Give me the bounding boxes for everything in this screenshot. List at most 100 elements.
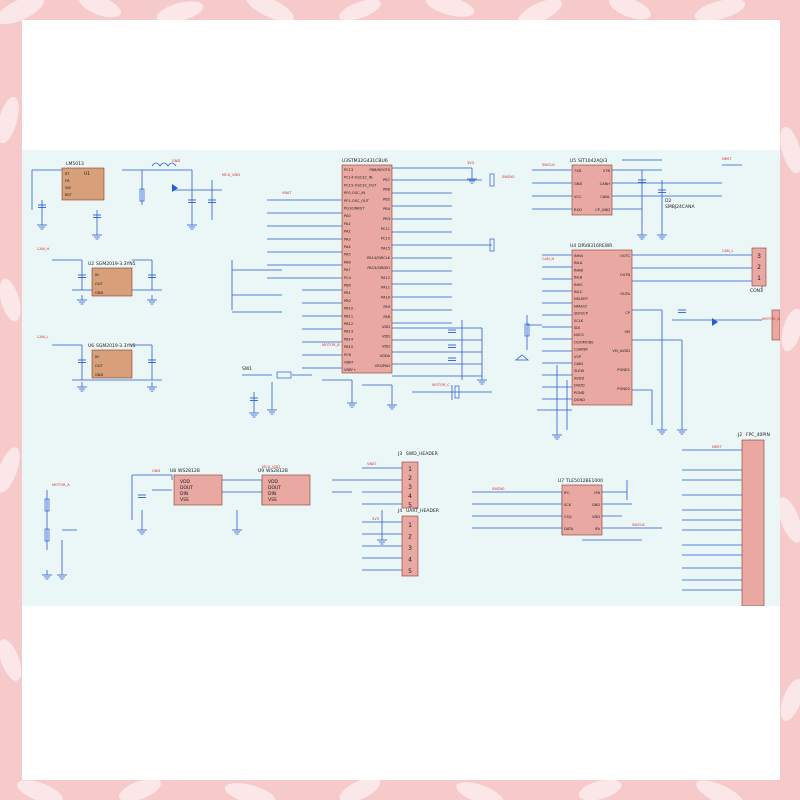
- pin-label: VREF+: [344, 368, 356, 372]
- net-labels: GNDMCU_VDDVBAT3V3SWDIOSWCLKNRSTCAN_HCAN_…: [37, 157, 780, 527]
- pin-label: PGND1: [617, 368, 630, 372]
- pin-label: VSS: [180, 497, 189, 503]
- encoder-part: TLE5012BE1000: [565, 478, 603, 484]
- reset-button: [276, 371, 292, 379]
- led-1-ic: [173, 474, 223, 506]
- pin-label: RT: [65, 172, 70, 176]
- net-label: CAN_L: [722, 249, 733, 253]
- pin-label: STB: [603, 169, 610, 173]
- pin-label: DVDD: [574, 384, 585, 388]
- pin-label: SDO/CP: [574, 312, 589, 316]
- led-1-part: WS2812B: [178, 468, 200, 474]
- pin-label: CSQ: [564, 515, 572, 519]
- pin-label: CSAREF: [574, 348, 588, 352]
- led-1-ref: U8: [170, 468, 176, 474]
- pin-label: PA0: [344, 214, 351, 218]
- pin-label: VDD: [382, 325, 390, 329]
- pin-label: TXD: [573, 169, 582, 173]
- net-label: CAN_H: [37, 247, 49, 251]
- wires: [31, 159, 763, 591]
- pin-label: 5: [408, 568, 412, 575]
- pin-label: PA3: [344, 237, 351, 241]
- ldo-2-ic: [91, 267, 133, 297]
- driver-ref: U4: [570, 243, 576, 249]
- pin-label: OUT: [95, 282, 103, 286]
- motor-driver-ic: [571, 249, 633, 406]
- pin-label: PB13: [344, 330, 353, 334]
- pin-label: INHC: [574, 283, 583, 287]
- pin-label: PB2: [344, 299, 351, 303]
- uart-ref: J4: [397, 508, 402, 514]
- pin-label: PA10: [381, 295, 391, 299]
- pin-label: INLA: [574, 261, 583, 265]
- pin-label: PGND2: [617, 387, 630, 391]
- pin-label: PC15-OSC32_OUT: [344, 183, 377, 187]
- ldo-3-part: SGM2019-3.3YN5: [96, 343, 136, 349]
- net-label: MCU_VDD: [262, 465, 280, 469]
- motor-part: CON3: [750, 288, 763, 294]
- pin-label: 1: [408, 522, 412, 529]
- net-label: NRST: [712, 445, 722, 449]
- diode-d1: [172, 184, 178, 192]
- ldo-3-ref: U6: [88, 343, 94, 349]
- pin-label: GND: [95, 373, 103, 377]
- pin-label: 4: [408, 557, 412, 564]
- pin-label: DIN: [180, 491, 188, 497]
- pin-label: PA14/SWCLK: [367, 256, 391, 260]
- pin-label: VM: [624, 330, 630, 334]
- net-label: NRST: [722, 157, 732, 161]
- pin-label: 2: [757, 264, 761, 271]
- net-label: GND: [172, 159, 180, 163]
- diode-d3: [712, 318, 718, 326]
- pin-label: NFAULT: [574, 304, 588, 308]
- pin-label: 3: [408, 484, 412, 491]
- pin-label: GND: [592, 503, 600, 507]
- button-ref: SW1: [242, 366, 252, 372]
- pin-label: IFA: [595, 527, 601, 531]
- pin-label: AVDD: [574, 376, 584, 380]
- pin-label: PA6: [344, 260, 351, 264]
- driver-part: DRV8316REWR: [578, 243, 612, 249]
- pin-label: CANH: [600, 182, 611, 186]
- pin-label: INHA: [574, 254, 583, 258]
- pin-label: 1: [408, 466, 412, 473]
- pin-label: PB1: [344, 291, 351, 295]
- pin-label: SCLK: [574, 319, 584, 323]
- power-connector: [771, 309, 781, 341]
- fpc-part: FPC_40PIN: [746, 432, 770, 438]
- mcu-ic: [341, 164, 393, 374]
- pin-label: VDD: [382, 344, 390, 348]
- pin-label: PC6: [344, 353, 352, 357]
- tvs-ref: D2: [665, 198, 671, 204]
- pin-label: PA1: [344, 222, 351, 226]
- pin-label: VCC: [574, 195, 582, 199]
- pin-label: PB15: [344, 345, 353, 349]
- pin-label: OCP/MODE: [574, 340, 594, 344]
- pin-label: PB0: [344, 284, 352, 288]
- led-2-ref: U9: [258, 468, 264, 474]
- pin-label: VCP: [574, 355, 582, 359]
- pin-label: PB12: [344, 322, 353, 326]
- ldo-main-ic: [61, 167, 105, 201]
- led-2-ic: [261, 474, 311, 506]
- pin-label: CANL: [600, 195, 610, 199]
- pin-label: PC10: [381, 237, 391, 241]
- pin-label: GAIN: [574, 362, 583, 366]
- net-label: VBAT: [282, 191, 292, 195]
- pin-label: INLB: [574, 276, 583, 280]
- pin-label: IFC: [564, 491, 570, 495]
- pin-label: NSLEEP: [574, 297, 589, 301]
- tvs-part: SMBJ24CANA: [665, 204, 695, 210]
- pin-label: IN: [95, 355, 99, 359]
- pin-label: DOUT: [180, 485, 193, 491]
- pin-label: INHB: [574, 268, 583, 272]
- pin-label: PA9: [383, 305, 390, 309]
- uart-part: UART_HEADER: [406, 508, 439, 514]
- fpc-ref: J2: [737, 432, 742, 438]
